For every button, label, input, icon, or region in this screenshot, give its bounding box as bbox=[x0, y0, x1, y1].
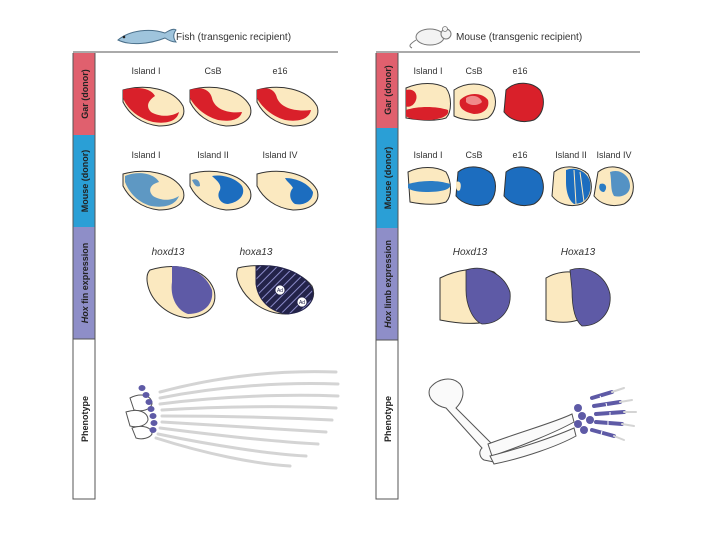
fish-gar-label-2: CsB bbox=[204, 66, 221, 76]
mouse-gar-bud-3 bbox=[503, 82, 544, 123]
fish-mouse-fin-3 bbox=[256, 170, 319, 211]
fish-hox-band-label: Hox fin expression bbox=[80, 243, 90, 324]
mouse-mouse-label-5: Island IV bbox=[596, 150, 631, 160]
fish-phenotype-band-label: Phenotype bbox=[80, 396, 90, 442]
fish-gar-label-3: e16 bbox=[272, 66, 287, 76]
mouse-mouse-bud-1 bbox=[407, 167, 451, 205]
fish-gar-fin-1 bbox=[122, 86, 185, 127]
mouse-mouse-label-3: e16 bbox=[512, 150, 527, 160]
mouse-mouse-band-label: Mouse (donor) bbox=[383, 147, 393, 210]
fish-gar-row: Island I CsB e16 bbox=[122, 66, 319, 127]
fish-gar-fin-3 bbox=[256, 86, 319, 127]
mouse-mouse-row: Island I CsB e16 Island II Island IV bbox=[407, 150, 634, 207]
fish-mouse-label-3: Island IV bbox=[262, 150, 297, 160]
mouse-hox-band-label: Hox limb expression bbox=[383, 240, 393, 328]
mouse-gar-band-label: Gar (donor) bbox=[383, 65, 393, 115]
svg-text:Ad: Ad bbox=[299, 300, 305, 306]
mouse-gar-bud-2 bbox=[453, 83, 496, 121]
mouse-mouse-bud-2 bbox=[455, 166, 496, 207]
fish-gar-fin-2 bbox=[189, 86, 252, 127]
mouse-gar-label-2: CsB bbox=[465, 66, 482, 76]
mouse-mouse-label-1: Island I bbox=[413, 150, 442, 160]
mouse-gar-row: Island I CsB e16 bbox=[405, 66, 544, 123]
mouse-panel: Mouse (transgenic recipient) Gar (donor)… bbox=[375, 26, 640, 500]
mouse-hoxd13-bud bbox=[439, 267, 511, 325]
mouse-mouse-bud-5 bbox=[593, 166, 634, 207]
mouse-gar-label-3: e16 bbox=[512, 66, 527, 76]
fish-hox-label-1: hoxd13 bbox=[152, 247, 185, 258]
fish-mouse-fin-1 bbox=[122, 170, 185, 211]
fish-mouse-band-label: Mouse (donor) bbox=[80, 150, 90, 213]
mouse-gar-band bbox=[376, 53, 398, 128]
mouse-panel-title: Mouse (transgenic recipient) bbox=[456, 32, 582, 43]
mouse-gar-label-1: Island I bbox=[413, 66, 442, 76]
mouse-mouse-bud-3 bbox=[503, 166, 544, 207]
fish-mouse-label-1: Island I bbox=[131, 150, 160, 160]
mouse-gar-bud-1 bbox=[405, 83, 451, 121]
fish-panel: Fish (transgenic recipient) Gar (donor) … bbox=[72, 28, 340, 500]
fish-panel-title: Fish (transgenic recipient) bbox=[176, 32, 291, 43]
fish-ad-badge-1 bbox=[274, 284, 286, 296]
fish-icon bbox=[117, 28, 177, 45]
mouse-mouse-label-4: Island II bbox=[555, 150, 587, 160]
mouse-icon bbox=[409, 26, 452, 49]
mouse-limb-skeleton bbox=[428, 378, 637, 465]
fish-mouse-fin-2 bbox=[189, 170, 252, 211]
fish-fin-skeleton bbox=[125, 370, 340, 468]
fish-hox-label-2: hoxa13 bbox=[240, 247, 273, 258]
fish-hoxa13-fin: Ad Ad bbox=[236, 265, 314, 315]
mouse-mouse-bud-4 bbox=[551, 166, 592, 207]
mouse-hoxa13-bud bbox=[545, 268, 611, 327]
svg-text:Ad: Ad bbox=[277, 288, 283, 294]
fish-ad-badge-2 bbox=[296, 296, 308, 308]
fish-gar-band-label: Gar (donor) bbox=[80, 69, 90, 119]
fish-hoxd13-fin bbox=[146, 266, 216, 319]
mouse-mouse-label-2: CsB bbox=[465, 150, 482, 160]
fish-mouse-band bbox=[73, 135, 95, 227]
mouse-hox-band bbox=[376, 228, 398, 340]
mouse-phenotype-band-label: Phenotype bbox=[383, 396, 393, 442]
fish-gar-label-1: Island I bbox=[131, 66, 160, 76]
fish-mouse-label-2: Island II bbox=[197, 150, 229, 160]
mouse-mouse-band bbox=[376, 128, 398, 228]
fish-hox-band bbox=[73, 227, 95, 339]
fish-gar-band bbox=[73, 53, 95, 135]
mouse-hox-row: Hoxd13 Hoxa13 bbox=[439, 247, 611, 327]
fish-hox-row: hoxd13 hoxa13 Ad Ad bbox=[146, 247, 314, 319]
fish-mouse-row: Island I Island II Island IV bbox=[122, 150, 319, 211]
mouse-hox-label-1: Hoxd13 bbox=[453, 247, 488, 258]
mouse-hox-label-2: Hoxa13 bbox=[561, 247, 596, 258]
